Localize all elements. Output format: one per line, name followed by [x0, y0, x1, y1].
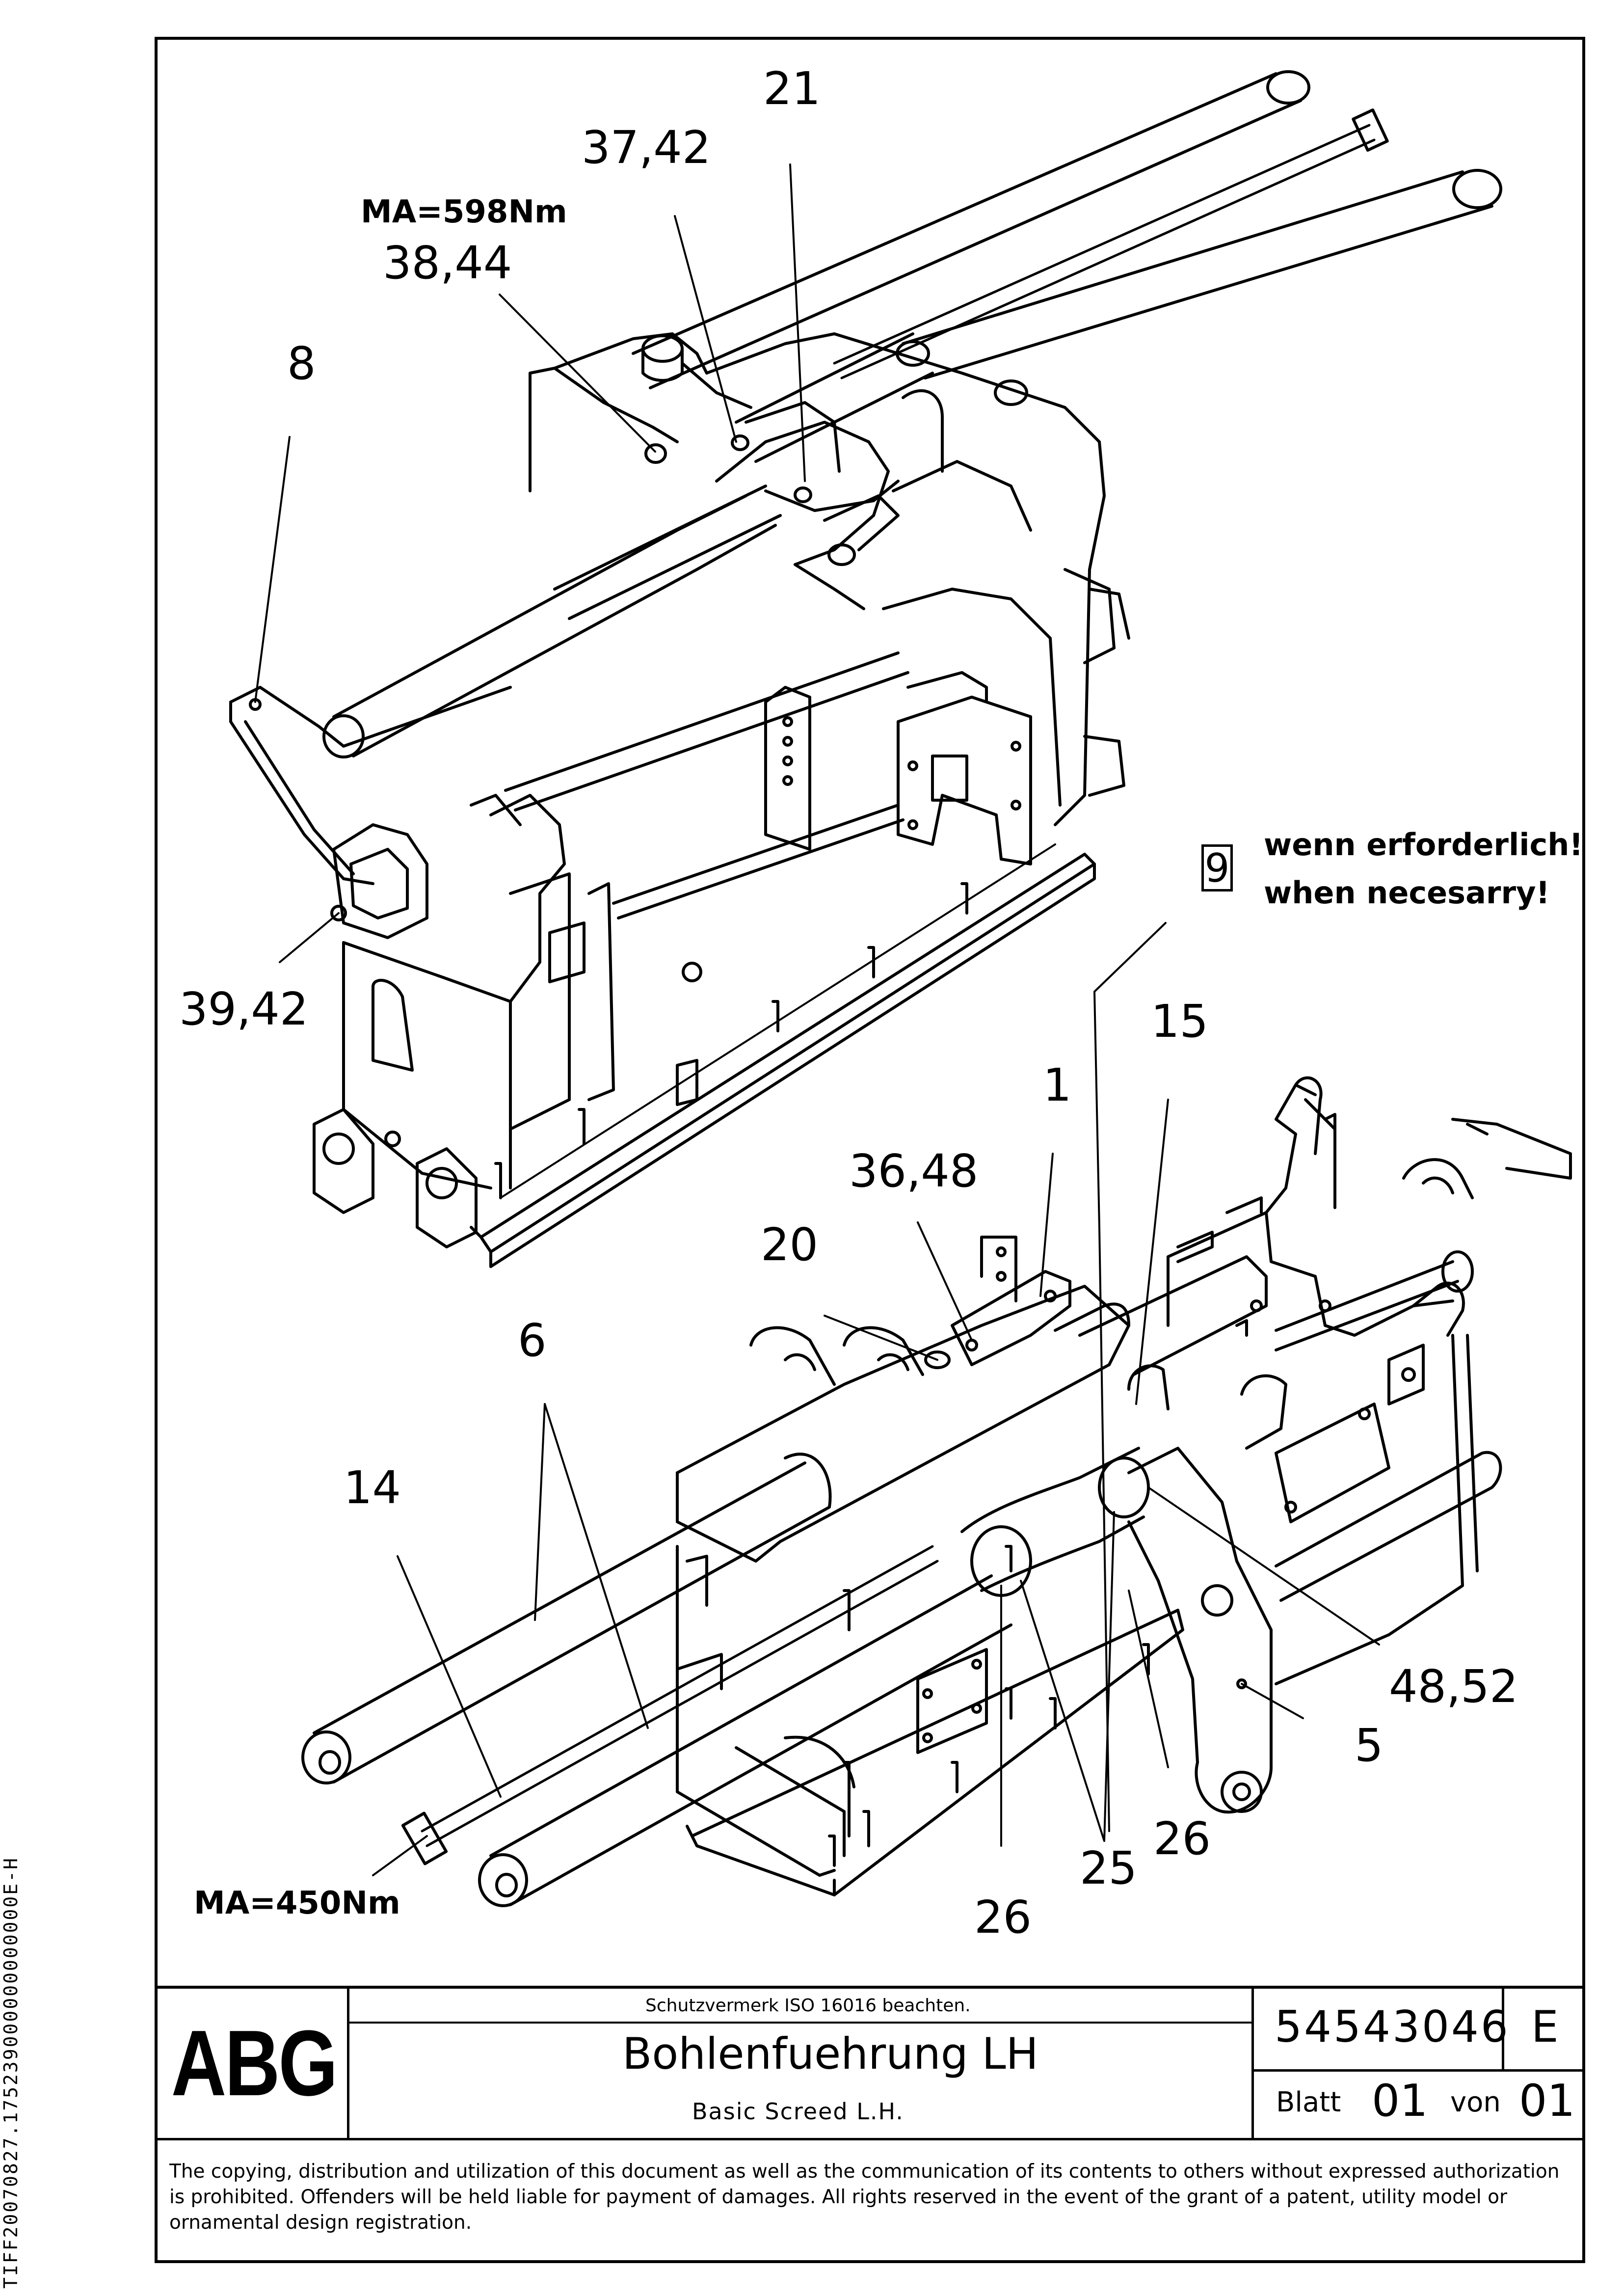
callout-6: 6 [518, 1314, 547, 1367]
lower-center-carriage [676, 1236, 1130, 1563]
copyright-notice: The copying, distribution and utilizatio… [169, 2161, 1560, 2234]
callout-26-bottom: 26 [974, 1891, 1032, 1944]
title-block-top-border [155, 1986, 1585, 1989]
lower-frame-assembly [301, 1076, 1572, 1907]
upper-pivot-bracket [641, 334, 1028, 566]
upper-frame-assembly [229, 70, 1502, 1268]
callout-48-52: 48,52 [1389, 1660, 1518, 1713]
callout-26-right: 26 [1153, 1812, 1211, 1865]
torque-lower: MA=450Nm [194, 1885, 400, 1921]
torque-upper: MA=598Nm [361, 194, 567, 230]
callout-37-42: 37,42 [582, 121, 711, 174]
callout-8: 8 [287, 337, 316, 390]
number-row-divider [1251, 2069, 1585, 2072]
callout-21: 21 [763, 62, 821, 115]
drawing-title: Bohlenfuehrung LH [622, 2028, 1038, 2079]
upper-rear-rod [504, 651, 909, 919]
callout-20: 20 [761, 1218, 819, 1271]
upper-near-frame [313, 794, 1096, 1268]
sheet-total: 01 [1519, 2075, 1575, 2127]
sheet-label: Blatt [1276, 2086, 1341, 2118]
callout-5: 5 [1355, 1719, 1384, 1772]
upper-front-tube [322, 332, 934, 758]
callout-25: 25 [1080, 1842, 1138, 1894]
lower-front-frame [676, 1545, 1184, 1896]
note-german: wenn erforderlich! [1264, 827, 1583, 863]
logo-divider [347, 1986, 349, 2138]
number-divider [1251, 1986, 1254, 2138]
callout-15: 15 [1151, 995, 1209, 1048]
title-block-bottom-border [155, 2138, 1585, 2140]
drawing-frame [155, 37, 1585, 2263]
callout-36-48: 36,48 [849, 1145, 979, 1197]
callout-1: 1 [1043, 1059, 1072, 1111]
abg-logo: ABG [171, 2011, 338, 2115]
lower-rear-frame [1167, 1076, 1572, 1685]
lower-guide-tubes [301, 1453, 1012, 1907]
upper-left-link [229, 686, 512, 939]
revision-divider [1502, 1986, 1504, 2069]
protection-divider [347, 2022, 1251, 2024]
lower-link-arm [1127, 1447, 1273, 1814]
callout-leaders [254, 163, 1380, 1876]
note-english: when necesarry! [1264, 875, 1550, 911]
callout-14: 14 [344, 1461, 401, 1514]
callout-38-44: 38,44 [383, 237, 512, 289]
protection-notice: Schutzvermerk ISO 16016 beachten. [645, 1996, 971, 2016]
drawing-subtitle: Basic Screed L.H. [692, 2098, 904, 2125]
note-item-box: 9 [1201, 844, 1233, 891]
of-label: von [1450, 2086, 1501, 2118]
revision-letter: E [1531, 2001, 1559, 2052]
drawing-number: 54543046 [1275, 2001, 1510, 2052]
upper-hole-plates [764, 671, 1032, 865]
upper-guide-tubes [632, 70, 1502, 389]
sheet-number: 01 [1372, 2075, 1428, 2127]
callout-39-42: 39,42 [179, 983, 309, 1035]
